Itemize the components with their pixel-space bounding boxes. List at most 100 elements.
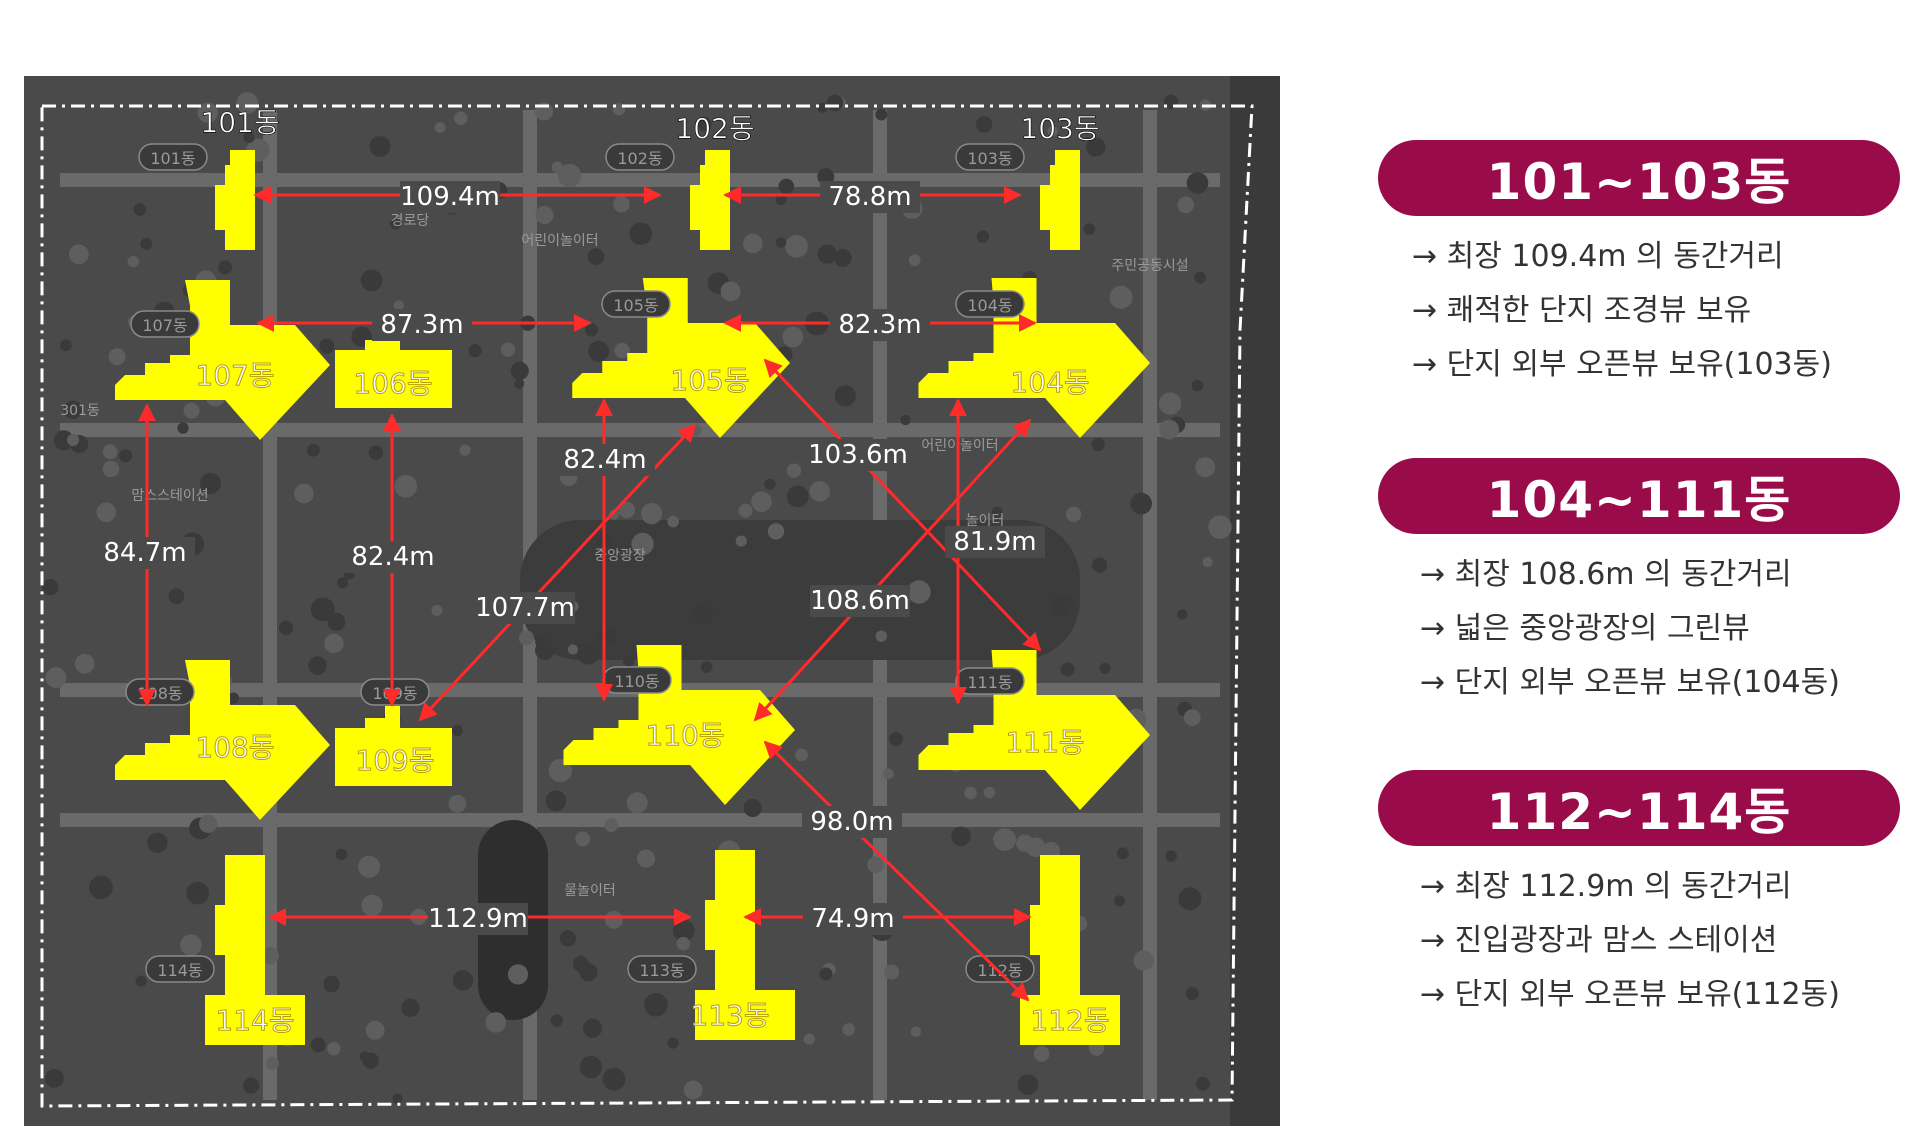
tree xyxy=(96,502,116,523)
building-shape xyxy=(335,328,452,408)
tree xyxy=(510,361,529,380)
tree xyxy=(834,249,852,267)
tree xyxy=(559,930,576,947)
tree xyxy=(993,828,1016,851)
tree xyxy=(1202,556,1213,568)
tree xyxy=(720,281,741,302)
building-label: 103동 xyxy=(1020,112,1099,145)
tree xyxy=(1086,137,1106,157)
tree xyxy=(567,644,579,655)
building-114: 114동 114동 xyxy=(145,855,305,1045)
tree xyxy=(337,577,349,589)
tree xyxy=(604,910,623,929)
bullet-item: → 단지 외부 오픈뷰 보유(103동) xyxy=(1412,347,1832,382)
building-label: 110동 xyxy=(645,719,724,752)
building-tag-label: 104동 xyxy=(967,296,1012,315)
tree xyxy=(889,732,903,747)
tree xyxy=(817,102,828,113)
tree xyxy=(1092,557,1108,573)
bullet-item: → 단지 외부 오픈뷰 보유(112동) xyxy=(1420,977,1840,1012)
tree xyxy=(63,400,82,420)
distance-label-bg xyxy=(810,585,910,617)
building-shape xyxy=(115,280,330,440)
place-label: 주민공동시설 xyxy=(1111,258,1188,274)
tree xyxy=(1196,1076,1210,1091)
distance-label: 82.4m xyxy=(563,445,646,475)
tree xyxy=(775,237,787,248)
distance-label: 87.3m xyxy=(380,310,463,340)
tree xyxy=(261,947,279,965)
tree xyxy=(102,444,118,460)
distance-label: 112.9m xyxy=(428,904,528,934)
distance-arrow xyxy=(753,418,1032,722)
tree xyxy=(362,1052,379,1069)
section-title: 112~114동 xyxy=(1378,770,1900,846)
tree xyxy=(1194,271,1206,284)
tree xyxy=(335,848,348,861)
tree xyxy=(785,235,808,258)
tree xyxy=(452,970,474,991)
tree xyxy=(613,195,630,213)
tree xyxy=(327,1042,341,1056)
tree xyxy=(697,116,712,132)
tree xyxy=(557,163,582,188)
distance-label: 103.6m xyxy=(808,440,908,470)
building-106: 106동 xyxy=(335,328,452,408)
tree xyxy=(907,580,931,604)
building-tag-label: 113동 xyxy=(639,961,684,980)
place-label: 어린이놀이터 xyxy=(521,233,598,249)
building-tag-label: 114동 xyxy=(157,961,202,980)
tree xyxy=(622,655,635,667)
tree xyxy=(448,794,467,813)
tree xyxy=(514,378,525,389)
tree xyxy=(809,481,830,502)
tree xyxy=(401,998,420,1017)
tree xyxy=(140,237,153,250)
tree xyxy=(782,326,804,348)
tree xyxy=(183,402,200,419)
tree xyxy=(1017,1074,1039,1095)
tree xyxy=(908,254,921,267)
tree xyxy=(310,597,335,622)
tree xyxy=(1116,847,1129,860)
section-title: 104~111동 xyxy=(1378,458,1900,534)
building-label: 108동 xyxy=(195,731,274,764)
section-101-103: 101~103동 → 최장 109.4m 의 동간거리 → 쾌적한 단지 조경뷰… xyxy=(1378,140,1900,392)
place-label: 중앙광장 xyxy=(594,548,646,564)
place-label: 물놀이터 xyxy=(564,883,616,899)
tree xyxy=(819,967,833,981)
tree xyxy=(500,342,516,357)
tree xyxy=(1185,986,1199,1001)
tree xyxy=(751,491,772,512)
tree xyxy=(572,955,590,973)
building-label: 112동 xyxy=(1030,1004,1109,1037)
tree xyxy=(667,515,679,528)
building-tag: 112동 xyxy=(965,955,1035,983)
tree xyxy=(180,934,202,956)
building-tag: 105동 xyxy=(601,290,671,318)
building-label: 114동 xyxy=(215,1004,294,1037)
tree xyxy=(294,483,314,504)
tree xyxy=(278,620,294,635)
tree xyxy=(1195,457,1216,478)
tree xyxy=(667,1037,679,1049)
building-tag-label: 111동 xyxy=(967,673,1012,692)
tree xyxy=(327,612,346,631)
building-tag-bg xyxy=(138,143,208,171)
tree xyxy=(307,443,320,457)
bullet-item: → 최장 108.6m 의 동간거리 xyxy=(1420,557,1792,592)
tree xyxy=(596,625,616,646)
tree xyxy=(1178,887,1202,911)
building-tag-label: 108동 xyxy=(137,684,182,703)
tree xyxy=(964,786,977,800)
tree xyxy=(588,340,610,362)
tree xyxy=(45,667,67,688)
tree xyxy=(826,94,844,112)
building-tag-bg xyxy=(601,290,671,318)
building-label: 107동 xyxy=(195,359,274,392)
tree xyxy=(1183,709,1201,726)
building-label: 104동 xyxy=(1010,366,1089,399)
tree xyxy=(1159,419,1179,440)
tree xyxy=(1065,506,1082,522)
tree xyxy=(900,414,911,426)
